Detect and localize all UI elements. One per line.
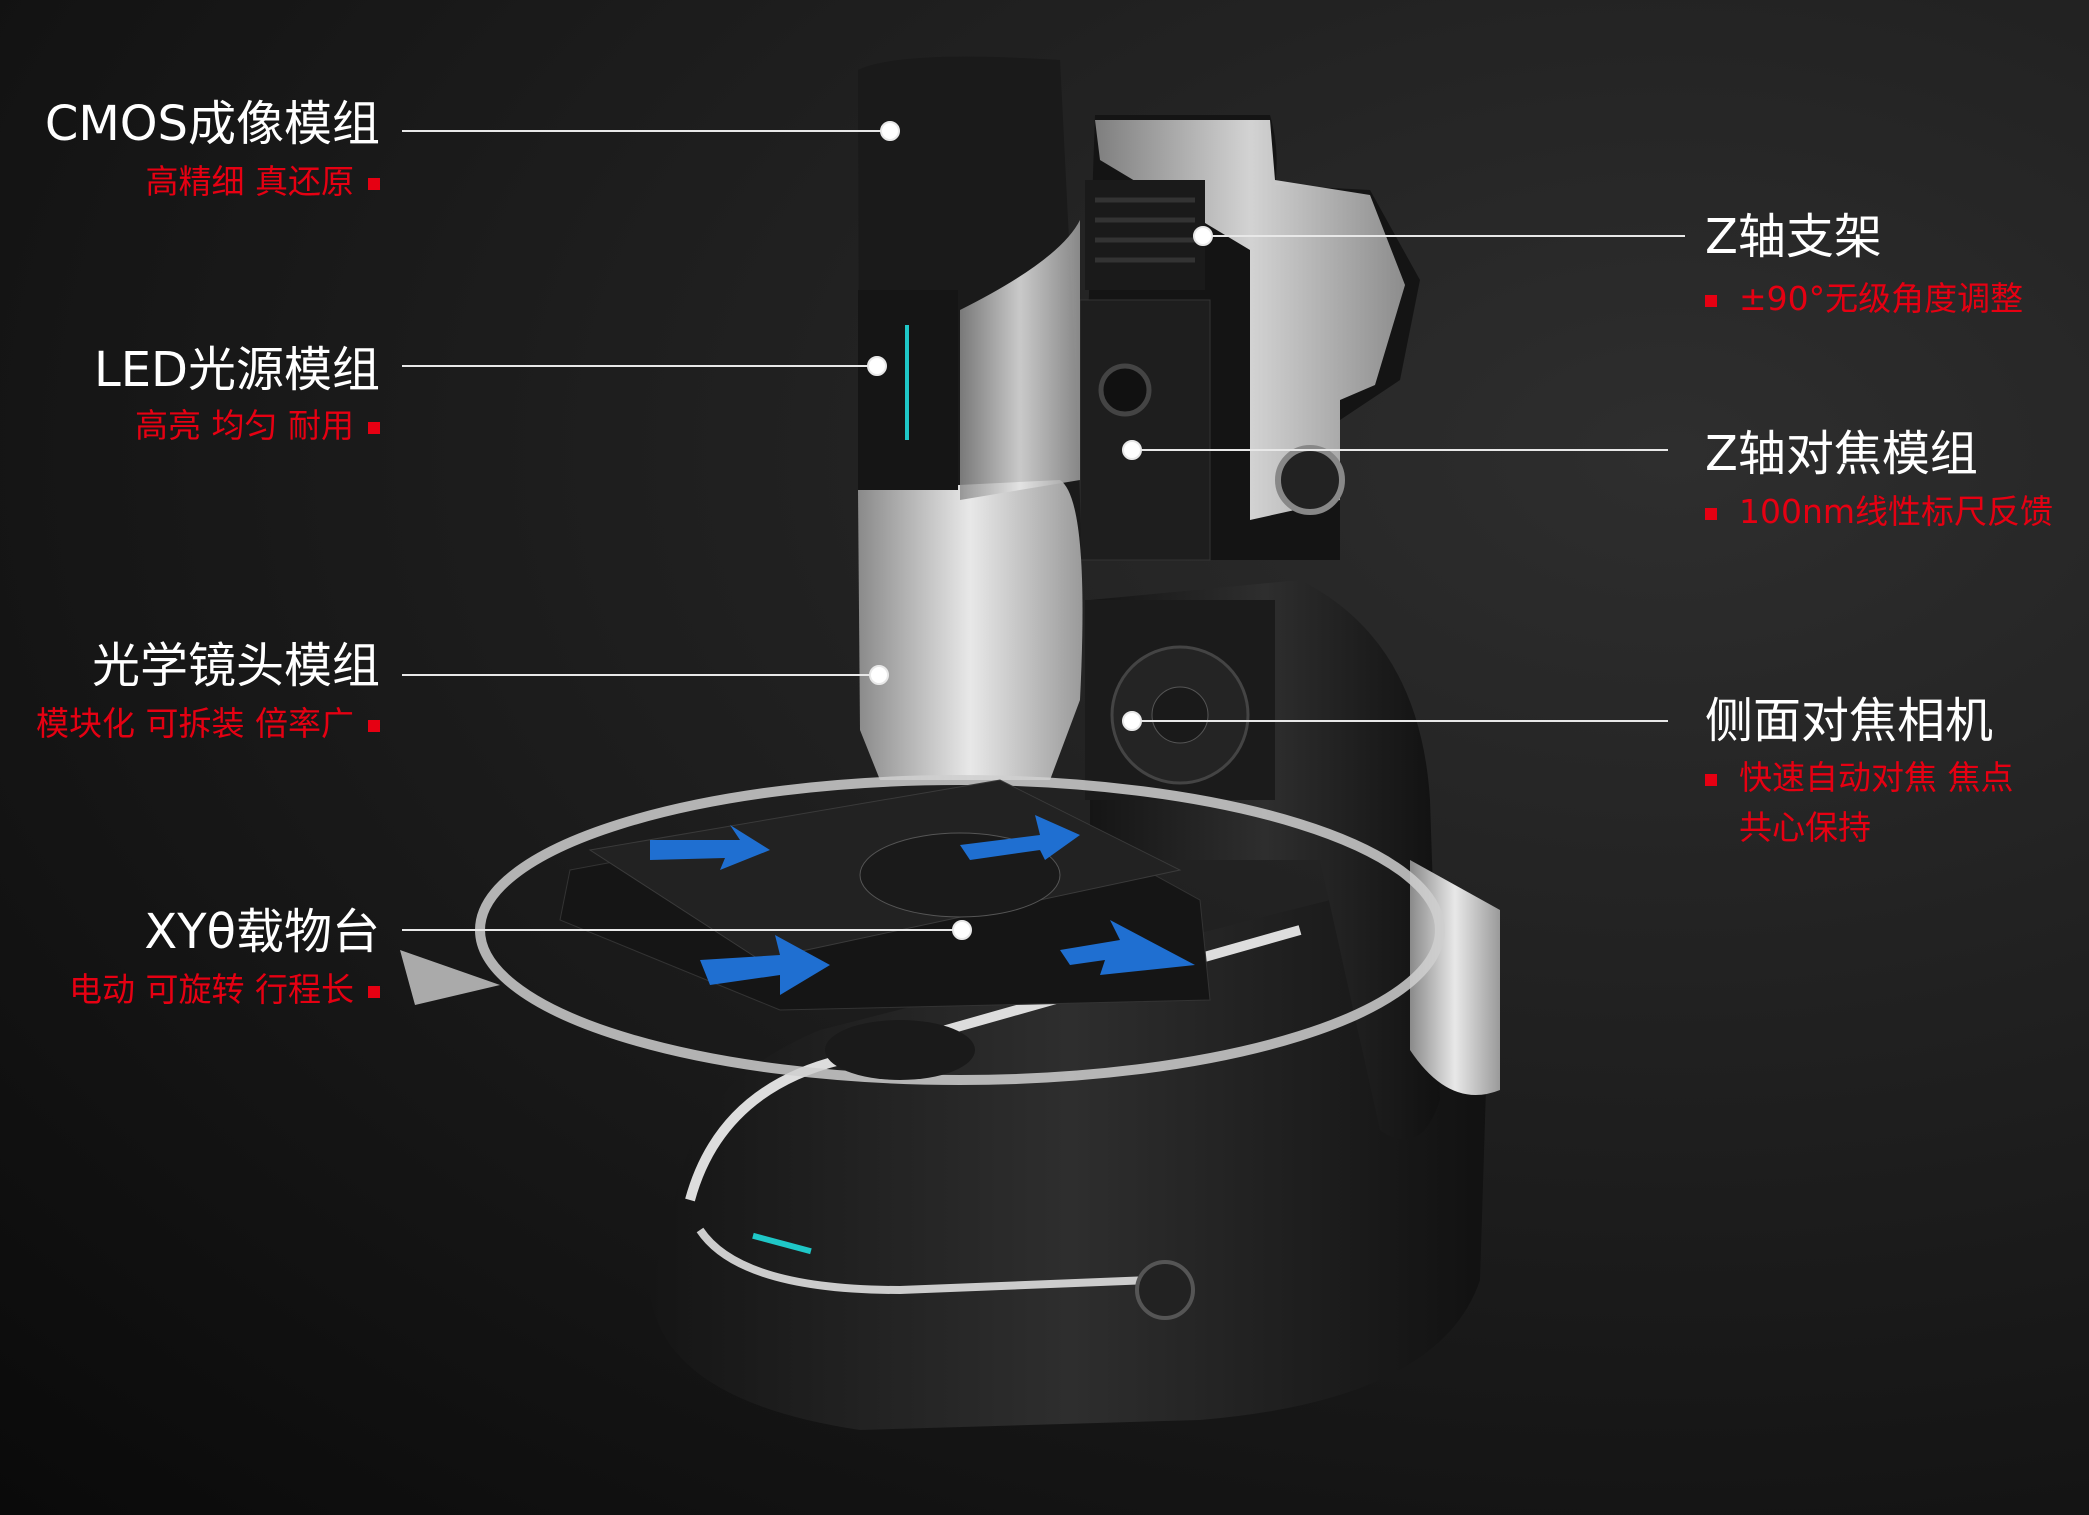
rotation-arrow: [400, 950, 500, 1005]
label-stage-subtitle: 电动 可旋转 行程长: [69, 968, 380, 1013]
label-zstand-title: Z轴支架: [1705, 209, 1882, 265]
bullet-square-icon: [1705, 507, 1717, 520]
bullet-square-icon: [368, 719, 380, 732]
base-knob: [1135, 1260, 1195, 1320]
label-led-title: LED光源模组: [93, 342, 380, 398]
label-sidecam-subtitle-text: 快速自动对焦 焦点: [1739, 758, 2014, 797]
base: [650, 888, 1490, 1430]
callout-dot-stage: [952, 920, 972, 940]
label-stage-title: XYθ载物台: [144, 904, 380, 960]
callout-dot-sidecam: [1122, 711, 1142, 731]
label-cmos-title: CMOS成像模组: [44, 96, 380, 152]
label-lens-subtitle: 模块化 可拆装 倍率广: [36, 702, 380, 747]
focus-knob: [1275, 445, 1345, 515]
label-sidecam-subtitle-line2: 共心保持: [1739, 808, 1871, 847]
callout-dot-led: [867, 356, 887, 376]
label-sidecam-subtitle: 快速自动对焦 焦点: [1705, 756, 2014, 801]
label-led-subtitle: 高亮 均匀 耐用: [135, 404, 380, 449]
led-indicator: [905, 325, 909, 440]
label-zfocus-title: Z轴对焦模组: [1705, 426, 1978, 482]
bullet-square-icon: [1705, 294, 1717, 307]
callout-dot-cmos: [880, 121, 900, 141]
callout-dot-lens: [869, 665, 889, 685]
label-sidecam-title: 侧面对焦相机: [1705, 693, 1994, 749]
bullet-square-icon: [368, 177, 380, 190]
label-cmos-subtitle-text: 高精细 真还原: [145, 162, 355, 201]
bullet-square-icon: [1705, 773, 1717, 786]
label-led-subtitle-text: 高亮 均匀 耐用: [135, 406, 354, 445]
label-zfocus-subtitle: 100nm线性标尺反馈: [1705, 490, 2053, 535]
label-lens-title: 光学镜头模组: [91, 638, 380, 694]
bullet-square-icon: [368, 421, 380, 434]
motion-arrows: [650, 815, 1195, 995]
label-zfocus-subtitle-text: 100nm线性标尺反馈: [1739, 492, 2054, 531]
label-cmos-subtitle: 高精细 真还原: [145, 160, 380, 205]
label-stage-subtitle-text: 电动 可旋转 行程长: [69, 970, 354, 1009]
bullet-square-icon: [368, 985, 380, 998]
label-lens-subtitle-text: 模块化 可拆装 倍率广: [36, 704, 354, 743]
callout-dot-zfocus: [1122, 440, 1142, 460]
label-zstand-subtitle: ±90°无级角度调整: [1705, 277, 2023, 322]
base-led: [752, 1232, 812, 1255]
label-zstand-subtitle-text: ±90°无级角度调整: [1739, 279, 2024, 318]
callout-dot-zstand: [1193, 226, 1213, 246]
